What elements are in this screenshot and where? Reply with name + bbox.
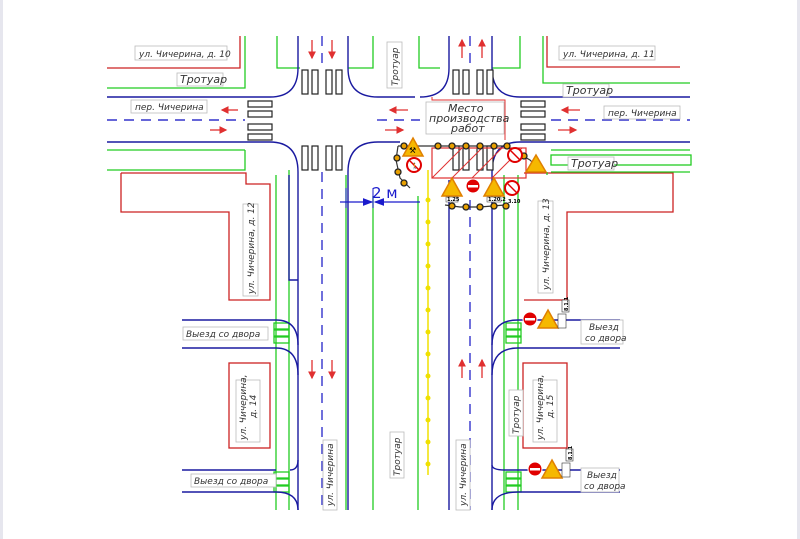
sign-code: 8.1.1 (564, 296, 570, 311)
sign-road-works-s2: 1.20.2 (482, 176, 506, 203)
sign-code: 8.1.1 (568, 445, 574, 460)
dimension-2m: 2 м (340, 184, 420, 208)
building-10 (107, 36, 241, 69)
sign-no-entry-s (465, 178, 481, 194)
label-sidewalk-se: Тротуар (512, 395, 522, 434)
label-house-15-1: ул. Чичерина, (536, 375, 546, 442)
label-house-14-1: ул. Чичерина, (239, 375, 249, 442)
label-sidewalk-nw: Тротуар (180, 73, 227, 86)
label-house-12: ул. Чичерина, д. 12 (247, 202, 257, 295)
sign-group-yard-2: 8.1.1 (527, 445, 574, 479)
label-yard-exit-e2-1: Выезд (587, 471, 617, 481)
label-yard-exit-e2-2: со двора (584, 482, 626, 492)
sign-no-pedestrians-ne (507, 147, 523, 163)
label-house-10: ул. Чичерина, д. 10 (138, 50, 231, 60)
label-work-site-1: Место (448, 102, 484, 115)
sign-code: 1.25 (447, 197, 460, 203)
building-12 (120, 172, 271, 301)
label-street-south-left: ул. Чичерина (326, 443, 336, 507)
sign-code: 1.20.2 (488, 197, 506, 203)
sign-road-works-ne (524, 153, 548, 173)
zebra-crossings (247, 69, 546, 171)
sign-no-pedestrians-w: 🚶 (406, 157, 422, 173)
label-yard-exit-e1-2: со двора (585, 334, 627, 344)
label-house-11: ул. Чичерина, д. 11 (562, 50, 655, 60)
building-11 (546, 36, 680, 68)
worker-icon: ⚒ (409, 146, 416, 155)
label-street-south-right: ул. Чичерина (459, 443, 469, 507)
yellow-fence (425, 170, 431, 475)
label-sidewalk-e: Тротуар (571, 157, 618, 170)
label-sidewalk-ne: Тротуар (566, 84, 613, 97)
center-lines (107, 36, 690, 510)
building-13 (524, 172, 674, 301)
sign-code: 3.10 (508, 199, 521, 205)
label-sidewalk-n: Тротуар (391, 47, 401, 86)
label-lane-west: пер. Чичерина (135, 103, 204, 113)
sign-road-works-nw: ⚒ (401, 136, 425, 157)
label-sidewalk-s: Тротуар (393, 437, 403, 476)
building-14 (228, 362, 271, 449)
label-work-site-2: производства (429, 112, 510, 125)
direction-arrows (210, 38, 580, 380)
dimension-label: 2 м (372, 184, 398, 202)
sign-no-pedestrians-s: 3.10 (504, 180, 521, 205)
work-zone (431, 97, 527, 179)
label-house-14-2: д. 14 (249, 394, 259, 419)
road-edges (107, 36, 690, 511)
label-yard-exit-w1: Выезд со двора (186, 330, 260, 340)
label-house-15-2: д. 15 (546, 394, 556, 419)
sign-road-works-s1: 1.25 (440, 176, 464, 203)
label-work-site-3: работ (450, 122, 485, 135)
barrier-chain (393, 142, 541, 211)
sign-group-yard-1: 8.1.1 (522, 296, 570, 329)
label-house-13: ул. Чичерина, д. 13 (542, 198, 552, 291)
label-boxes (130, 41, 681, 511)
sidewalk-lines (107, 36, 692, 510)
pedestrian-icon: 🚶 (411, 162, 418, 170)
label-lane-east: пер. Чичерина (608, 109, 677, 119)
label-yard-exit-w2: Выезд со двора (194, 477, 268, 487)
label-yard-exit-e1-1: Выезд (589, 323, 619, 333)
